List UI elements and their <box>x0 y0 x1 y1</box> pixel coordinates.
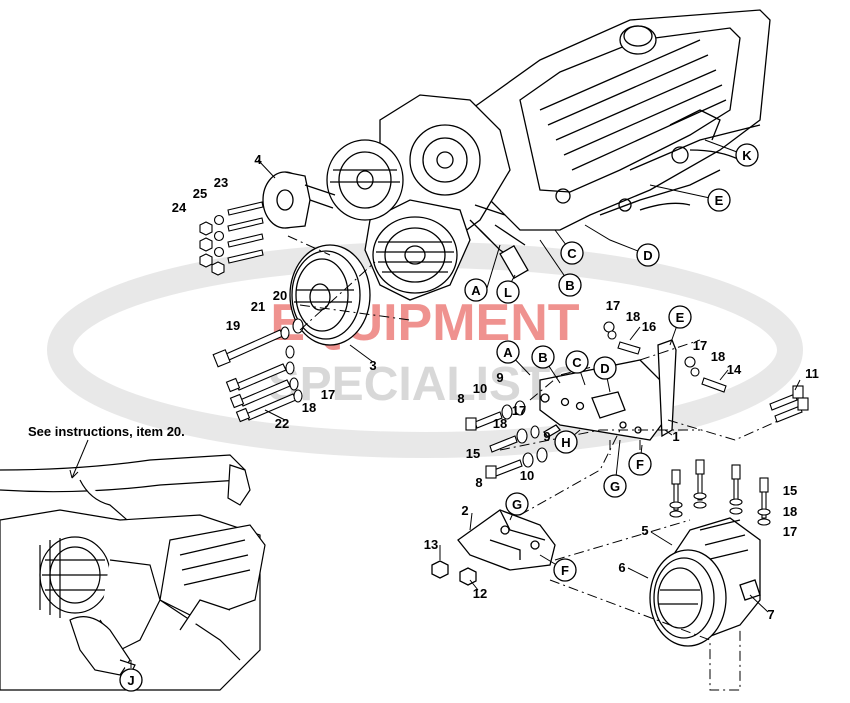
bracket-2 <box>431 509 556 586</box>
item-number: 5 <box>641 523 648 538</box>
item-number: 15 <box>783 483 797 498</box>
item-number: 17 <box>512 403 526 418</box>
callout-c-upper <box>560 241 584 265</box>
callout-c-lower <box>565 350 589 374</box>
callout-a-upper <box>464 278 488 302</box>
item-number: 21 <box>251 299 265 314</box>
item-number: 18 <box>302 400 316 415</box>
item-number: 8 <box>475 475 482 490</box>
item-number: 17 <box>693 338 707 353</box>
item-number: 22 <box>275 416 289 431</box>
callout-b-upper <box>558 273 582 297</box>
item-number: 13 <box>424 537 438 552</box>
callout-letter: A <box>471 283 481 298</box>
callout-letter: J <box>127 673 134 688</box>
callout-e-lower <box>668 305 692 329</box>
studs-23 <box>199 201 264 276</box>
instruction-pointer <box>69 439 132 668</box>
callout-letter: E <box>715 193 724 208</box>
callout-f-bracket <box>553 558 577 582</box>
callout-f-lower <box>628 452 652 476</box>
item-number: 3 <box>369 358 376 373</box>
compressor-5 <box>649 517 761 647</box>
watermark-line2: SPECIALISTS <box>268 358 583 411</box>
callout-h <box>554 430 578 454</box>
callout-letter: L <box>504 285 512 300</box>
item-number: 17 <box>321 387 335 402</box>
callout-letter: K <box>742 148 752 163</box>
crank-pulley-3 <box>289 244 371 346</box>
item-number: 14 <box>727 362 742 377</box>
callout-letter: C <box>567 246 577 261</box>
item-number: 18 <box>783 504 797 519</box>
callout-letter: H <box>561 435 570 450</box>
item-number: 1 <box>672 429 679 444</box>
item-number: 18 <box>493 416 507 431</box>
callout-letter: A <box>503 345 513 360</box>
item-number: 6 <box>618 560 625 575</box>
callout-d-upper <box>636 243 660 267</box>
callout-g-lower <box>603 474 627 498</box>
bolts-misc <box>465 321 809 479</box>
callout-letter: G <box>610 479 620 494</box>
item-number: 11 <box>805 366 819 381</box>
callout-d-lower <box>593 356 617 380</box>
bolts-19-22 <box>212 318 304 423</box>
item-number: 9 <box>496 370 503 385</box>
inset-engine <box>0 454 266 691</box>
callout-letter: F <box>636 457 644 472</box>
engine-block <box>326 9 771 301</box>
callout-k <box>735 143 759 167</box>
item-number: 12 <box>473 586 487 601</box>
callout-letter: B <box>565 278 574 293</box>
item-number: 17 <box>606 298 620 313</box>
item-number: 8 <box>457 391 464 406</box>
item-number: 15 <box>466 446 480 461</box>
item-number: 20 <box>273 288 287 303</box>
instruction-note: See instructions, item 20. <box>28 424 185 439</box>
item-number: 19 <box>226 318 240 333</box>
callout-b-lower <box>531 345 555 369</box>
callout-g-bracket <box>505 492 529 516</box>
callout-l <box>496 280 520 304</box>
item-number: 16 <box>642 319 656 334</box>
item-number: 24 <box>172 200 187 215</box>
callout-letter: D <box>600 361 609 376</box>
item-number: 7 <box>767 607 774 622</box>
item-number: 25 <box>193 186 207 201</box>
circle-callouts <box>119 143 759 692</box>
callout-letter: G <box>512 497 522 512</box>
callout-letter: F <box>561 563 569 578</box>
compressor-bolts-15 <box>669 459 771 526</box>
item-number: 2 <box>461 503 468 518</box>
item-number: 23 <box>214 175 228 190</box>
item-number: 4 <box>254 152 262 167</box>
callout-e-upper <box>707 188 731 212</box>
item-number: 18 <box>626 309 640 324</box>
circle-callout-letters: A L B C D E K A B C D E H G F G F J <box>127 148 752 688</box>
callout-j <box>119 668 143 692</box>
callout-letter: C <box>572 355 582 370</box>
item-number: 10 <box>520 468 534 483</box>
item-number: 17 <box>783 524 797 539</box>
item-number: 9 <box>543 429 550 444</box>
callout-letter: B <box>538 350 547 365</box>
hub-flange-4 <box>262 171 336 229</box>
item-number: 18 <box>711 349 725 364</box>
item-number: 10 <box>473 381 487 396</box>
item-numbers: 4 23 25 24 20 21 19 3 17 18 22 17 18 16 … <box>172 152 819 622</box>
callout-letter: E <box>676 310 685 325</box>
callout-letter: D <box>643 248 652 263</box>
bracket-1 <box>539 339 677 441</box>
callout-a-lower <box>496 340 520 364</box>
